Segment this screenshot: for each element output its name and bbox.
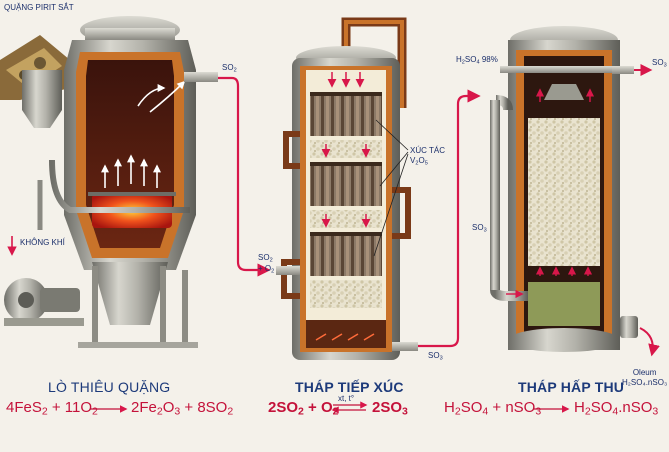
equation-contact-left: 2SO2 + O2 xyxy=(268,399,339,418)
contact-tower xyxy=(276,17,418,360)
flow-so3-to-absorber xyxy=(418,89,481,348)
flow-so2-to-contact xyxy=(218,76,271,277)
label-catalyst: XÚC TÁC V2O5 xyxy=(410,146,445,166)
equation-furnace-right: 2Fe2O3 + 8SO2 xyxy=(131,399,234,418)
title-absorb: THÁP HẤP THU xyxy=(518,379,625,395)
absorption-tower xyxy=(490,26,660,357)
label-so2-o2-in: SO2 + O2 xyxy=(258,253,275,275)
label-so3-top-out: SO3 xyxy=(652,58,667,69)
ore-hopper xyxy=(0,35,70,128)
label-so2-furnace-out: SO2 xyxy=(222,63,237,74)
label-oleum: Oleum H₂SO₄.nSO₃ xyxy=(622,368,668,387)
equation-contact-right: 2SO3 xyxy=(372,399,408,418)
label-so3-contact-out: SO3 xyxy=(428,351,443,362)
equation-absorb-left: H2SO4 + nSO3 xyxy=(444,399,542,418)
label-air: KHÔNG KHÍ xyxy=(20,238,65,247)
equation-furnace-left: 4FeS2 + 11O2 xyxy=(6,399,98,418)
equation-contact-condition: xt, t° xyxy=(338,394,355,403)
air-blower xyxy=(4,278,84,326)
contact-equilibrium-arrow xyxy=(331,401,368,414)
label-so3-riser: SO3 xyxy=(472,223,487,234)
rising-gas-arrows xyxy=(101,80,186,188)
roasting-furnace xyxy=(0,16,218,348)
title-furnace: LÒ THIÊU QUẶNG xyxy=(48,379,171,395)
title-contact: THÁP TIẾP XÚC xyxy=(295,379,404,395)
equation-absorb-right: H2SO4.nSO3 xyxy=(574,399,659,418)
label-acid-in: H2SO4 98% xyxy=(456,55,498,66)
label-ore: QUẶNG PIRIT SẮT xyxy=(4,3,74,12)
